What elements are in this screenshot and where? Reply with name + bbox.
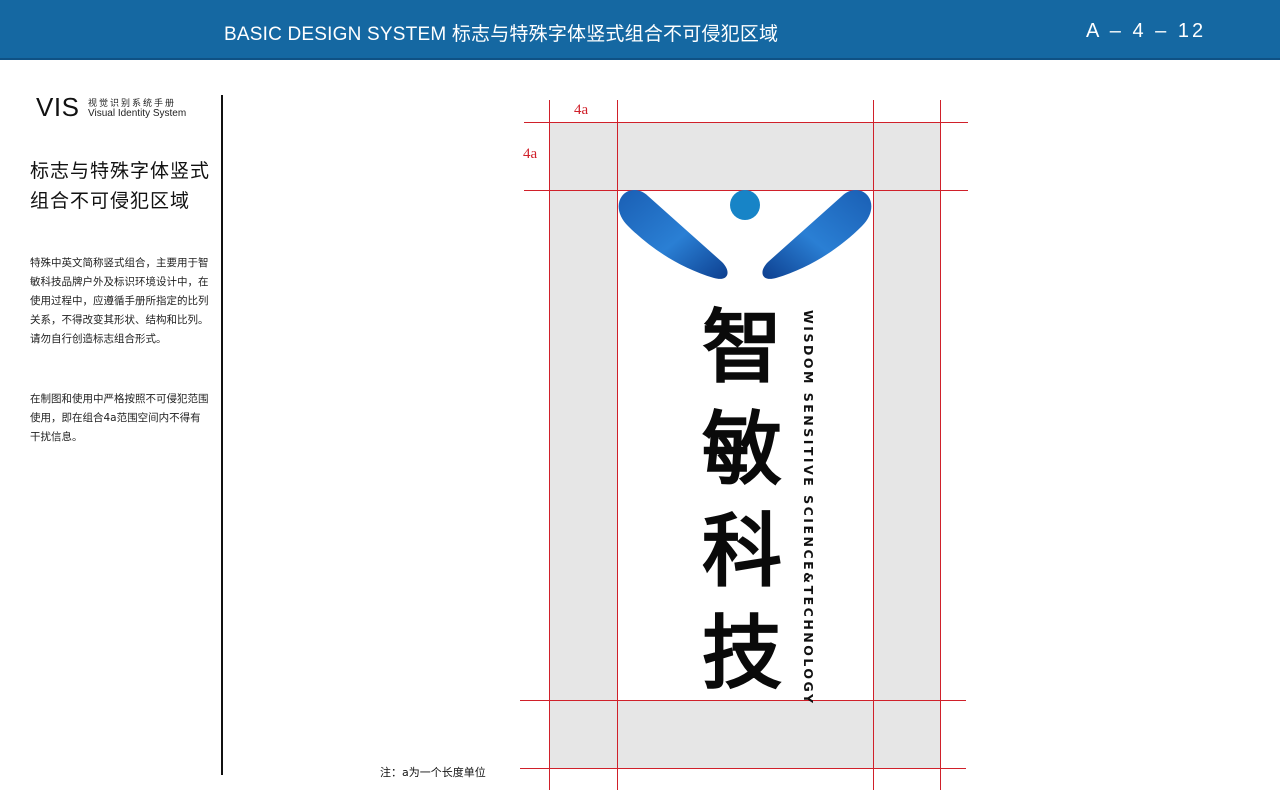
vis-logotype: VIS (36, 92, 80, 122)
logo-wing-right (762, 190, 872, 279)
sidebar-divider (221, 95, 223, 775)
wordmark-char-1: 智 (702, 301, 782, 394)
zone-bottom (549, 700, 940, 768)
english-wordmark: WISDOM SENSITIVE SCIENCE&TECHNOLOGY (801, 310, 816, 706)
wordmark-char-3: 科 (702, 505, 782, 598)
zone-top (549, 122, 940, 190)
wordmark-char-2: 敏 (702, 403, 782, 496)
page-code: A – 4 – 12 (1086, 20, 1207, 42)
section-paragraph-2: 在制图和使用中严格按照不可侵犯范围使用，即在组合4a范围空间内不得有干扰信息。 (30, 393, 209, 443)
logo-dot (730, 190, 760, 220)
section-paragraph-1: 特殊中英文简称竖式组合，主要用于智敏科技品牌户外及标识环境设计中，在使用过程中，… (30, 257, 209, 345)
chinese-wordmark: 智 敏 科 技 (696, 297, 788, 705)
zone-left (549, 190, 617, 700)
section-title: 标志与特殊字体竖式组合不可侵犯区域 (30, 160, 211, 212)
unit-note: 注：a为一个长度单位 (380, 766, 486, 779)
vis-chinese-caption: 视觉识别系统手册 (88, 99, 177, 109)
logo-wing-left (618, 190, 728, 279)
label-4a-left: 4a (523, 146, 538, 162)
logo-symbol (618, 190, 872, 279)
label-4a-top: 4a (574, 102, 589, 118)
clearspace-zones (549, 122, 940, 768)
zone-right (873, 190, 940, 700)
vis-english-caption: Visual Identity System (88, 108, 187, 119)
header-bar: BASIC DESIGN SYSTEM 标志与特殊字体竖式组合不可侵犯区域 A … (0, 0, 1280, 60)
header-title: BASIC DESIGN SYSTEM 标志与特殊字体竖式组合不可侵犯区域 (224, 24, 779, 45)
wordmark-char-4: 技 (702, 607, 782, 700)
